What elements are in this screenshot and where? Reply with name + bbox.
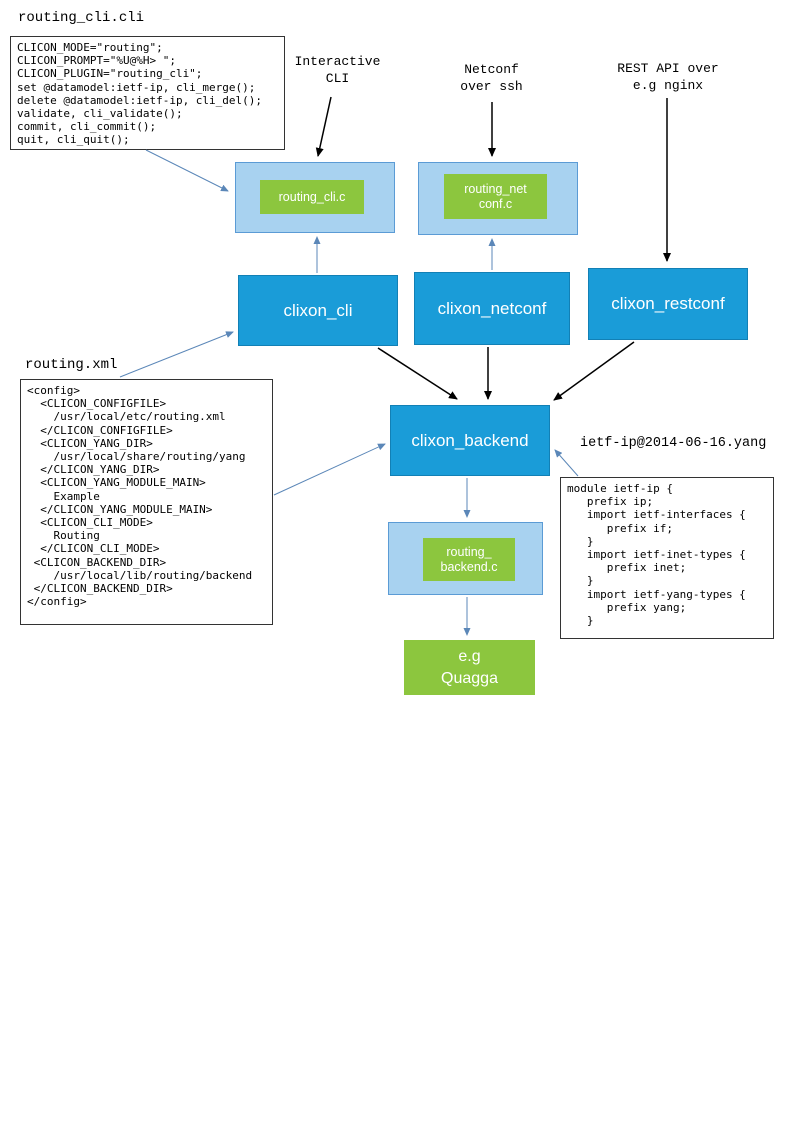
node-clixon-restconf: clixon_restconf [588, 268, 748, 340]
arrow-restconf-to-backend [553, 341, 635, 401]
container-routing-backend-plugin: routing_ backend.c [388, 522, 543, 595]
arrow-xml-to-clixoncli [119, 331, 234, 378]
node-clixon-cli: clixon_cli [238, 275, 398, 346]
arrow-clicode-to-cliplugin [145, 149, 229, 192]
label-routing-cli-file: routing_cli.cli [18, 10, 145, 26]
label-routing-xml-file: routing.xml [25, 357, 118, 373]
label-ietf-ip-yang-file: ietf-ip@2014-06-16.yang [580, 436, 767, 451]
annotation-interactive-cli: Interactive CLI [294, 54, 381, 86]
arrow-interactive-cli-to-plugin [315, 96, 332, 157]
node-quagga: e.g Quagga [404, 640, 535, 695]
node-clixon-netconf: clixon_netconf [414, 272, 570, 345]
annotation-netconf-over-ssh: Netconf over ssh [460, 62, 523, 94]
container-routing-netconf-plugin: routing_net conf.c [418, 162, 578, 235]
node-routing-backend-plugin: routing_ backend.c [423, 538, 515, 581]
annotation-rest-api: REST API over e.g nginx [617, 61, 719, 93]
node-routing-netconf-plugin: routing_net conf.c [444, 174, 547, 219]
node-routing-cli-plugin: routing_cli.c [260, 180, 364, 214]
code-block-ietf-ip-yang: module ietf-ip { prefix ip; import ietf-… [560, 477, 774, 639]
container-routing-cli-plugin: routing_cli.c [235, 162, 395, 233]
arrow-yang-to-backend [554, 449, 579, 477]
code-block-routing-xml: <config> <CLICON_CONFIGFILE> /usr/local/… [20, 379, 273, 625]
code-block-routing-cli: CLICON_MODE="routing"; CLICON_PROMPT="%U… [10, 36, 285, 150]
arrow-xml-to-backend [273, 443, 386, 496]
node-clixon-backend: clixon_backend [390, 405, 550, 476]
arrow-cli-to-backend [377, 347, 458, 400]
